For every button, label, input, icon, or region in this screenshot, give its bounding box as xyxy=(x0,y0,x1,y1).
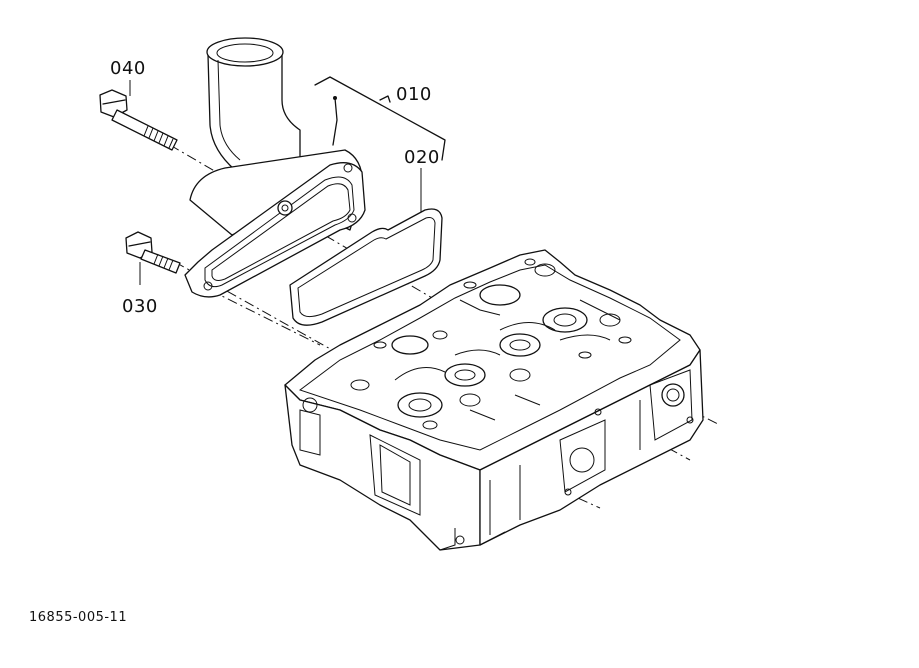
callout-labels: 040 010 020 030 xyxy=(110,58,440,317)
callout-bracket-010 xyxy=(314,76,446,161)
bolt-short[interactable] xyxy=(125,231,181,274)
figure-id: 16855-005-11 xyxy=(29,610,128,625)
gasket[interactable] xyxy=(289,208,443,326)
callout-010: 010 xyxy=(396,84,432,105)
callout-020: 020 xyxy=(404,147,440,168)
bolt-long[interactable] xyxy=(99,89,178,151)
head-ports xyxy=(350,258,632,430)
water-flange[interactable] xyxy=(184,37,366,298)
cylinder-head xyxy=(284,249,704,551)
callout-030: 030 xyxy=(122,296,158,317)
callout-040: 040 xyxy=(110,58,146,79)
leader-lines xyxy=(129,80,422,285)
